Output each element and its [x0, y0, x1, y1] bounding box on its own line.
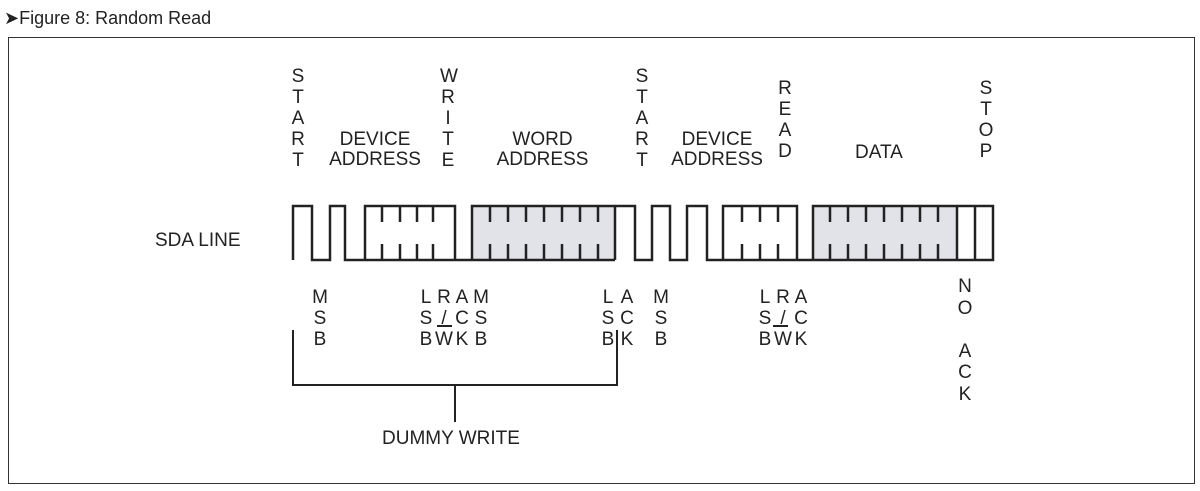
label-data: DATA — [855, 142, 903, 163]
label-device-address-1: DEVICE ADDRESS — [329, 129, 421, 170]
dummy-write-label: DUMMY WRITE — [382, 428, 520, 449]
sda-line-label: SDA LINE — [155, 230, 241, 251]
label-rw-1: R/W — [435, 287, 453, 350]
diagram-frame — [8, 37, 1195, 484]
label-device-address-2: DEVICE ADDRESS — [671, 129, 763, 170]
figure-title: ➤Figure 8: Random Read — [4, 8, 212, 28]
label-word-address: WORD ADDRESS — [496, 129, 589, 170]
label-rw-2: R/W — [774, 287, 792, 350]
